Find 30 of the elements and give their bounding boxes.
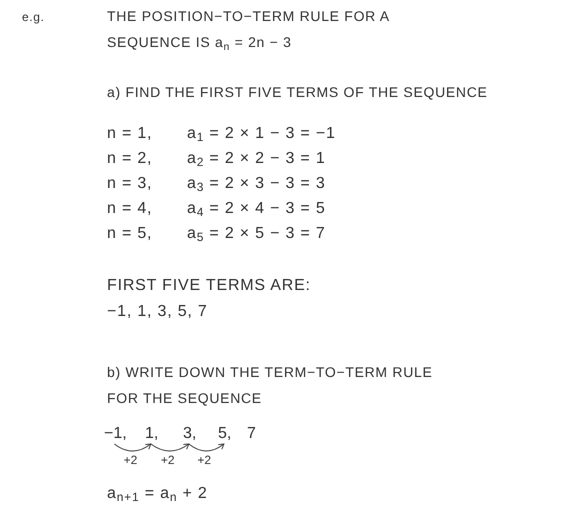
sequence-term: −1,: [104, 424, 127, 444]
term-calculation: a$_{4}$ = 2 × 4 − 3 = 5: [187, 199, 326, 219]
curved-arrow: [114, 444, 152, 452]
question-text: FOR THE SEQUENCE: [107, 390, 262, 408]
n-value: n = 3,: [107, 174, 152, 194]
sequence-term: 3,: [183, 424, 196, 444]
answer-text: −1, 1, 3, 5, 7: [107, 302, 208, 322]
rule-statement: SEQUENCE IS a$_{n}$ = 2n − 3: [107, 34, 292, 52]
curved-arrow: [150, 444, 190, 452]
edge-label: +2: [160, 454, 175, 466]
recursive-formula: a$_{n+1}$ = a$_{n}$ + 2: [107, 484, 208, 504]
n-value: n = 5,: [107, 224, 152, 244]
sequence-term: 1,: [145, 424, 158, 444]
term-calculation: a$_{2}$ = 2 × 2 − 3 = 1: [187, 149, 326, 169]
rule-statement: THE POSITION−TO−TERM RULE FOR A: [107, 8, 390, 26]
term-calculation: a$_{1}$ = 2 × 1 − 3 = −1: [187, 124, 336, 144]
example-marker: e.g.: [22, 10, 44, 25]
answer-text: FIRST FIVE TERMS ARE:: [107, 276, 311, 296]
term-calculation: a$_{3}$ = 2 × 3 − 3 = 3: [187, 174, 326, 194]
n-value: n = 4,: [107, 199, 152, 219]
sequence-term: 7: [247, 424, 256, 444]
edge-label: +2: [124, 454, 138, 466]
n-value: n = 1,: [107, 124, 152, 144]
n-value: n = 2,: [107, 149, 152, 169]
question-text: a) FIND THE FIRST FIVE TERMS OF THE SEQUENCE: [107, 84, 488, 102]
term-calculation: a$_{5}$ = 2 × 5 − 3 = 7: [187, 224, 326, 244]
edge-label: +2: [197, 454, 212, 466]
sequence-term: 5,: [218, 424, 232, 444]
question-text: b) WRITE DOWN THE TERM−TO−TERM RULE: [107, 364, 433, 382]
curved-arrow: [188, 444, 224, 452]
